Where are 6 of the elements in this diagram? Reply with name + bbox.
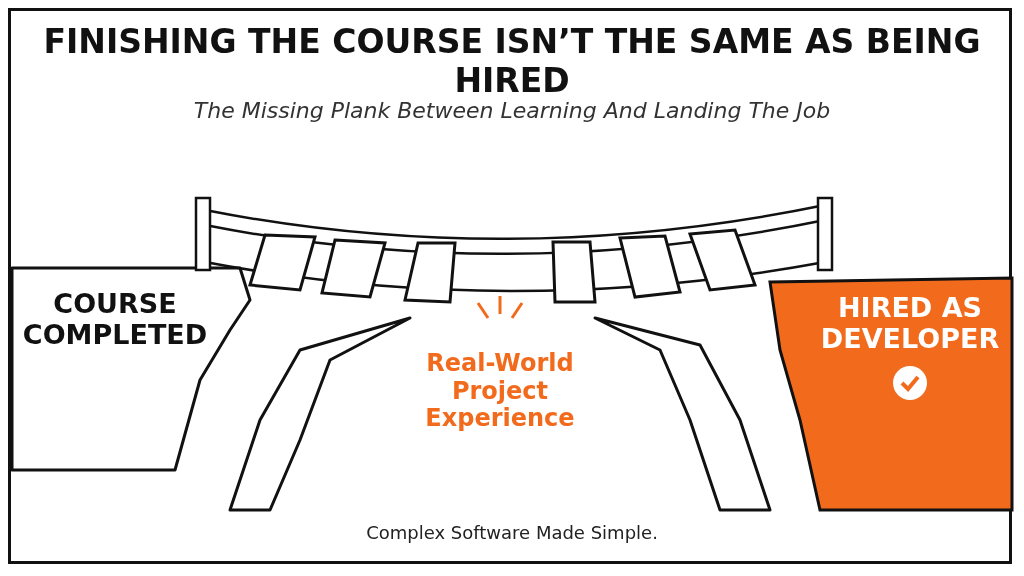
cliff-label: COURSE COMPLETED — [21, 288, 209, 351]
gap-label: Real-World Project Experience — [424, 350, 576, 433]
cliff-label: HIRED AS DEVELOPER — [819, 292, 1001, 355]
tagline: Complex Software Made Simple. — [365, 522, 659, 543]
subtitle: The Missing Plank Between Learning And Landing The Job — [192, 98, 832, 123]
headline: FINISHING THE COURSE ISN’T THE SAME AS BEING HIRED — [42, 22, 982, 100]
